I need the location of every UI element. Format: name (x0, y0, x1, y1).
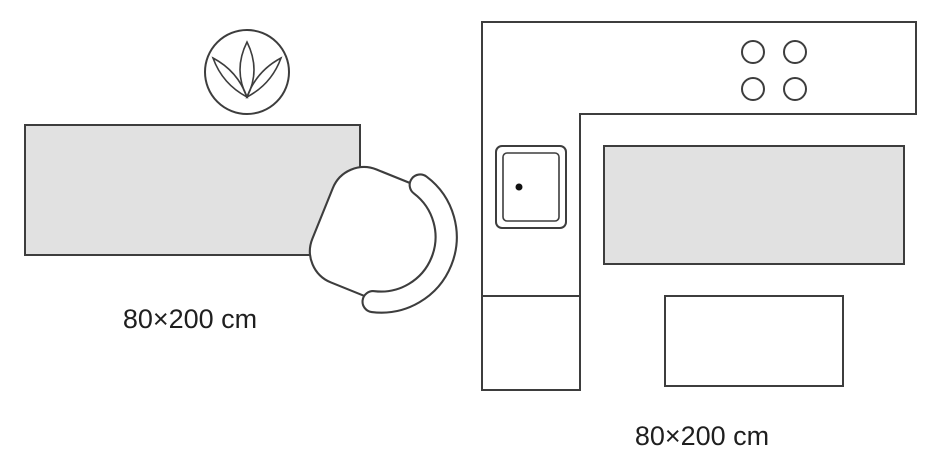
burner-bottom-left (741, 77, 765, 101)
rug-size-label-living-room: 80×200 cm (123, 304, 257, 334)
armchair-icon (308, 166, 458, 314)
kitchen-scene: 80×200 cm (481, 21, 917, 451)
living-room-scene: 80×200 cm (24, 29, 458, 334)
burner-top-left (741, 40, 765, 64)
rug-size-label-kitchen: 80×200 cm (635, 421, 769, 451)
plant-leaf-right (245, 56, 283, 99)
sink-icon (495, 145, 567, 229)
plant-leaf-left (211, 56, 249, 99)
plant-icon (204, 29, 290, 115)
kitchen-counter-outline (481, 21, 917, 391)
plant-leaf-center (239, 40, 255, 99)
rug-rect-living-room (24, 124, 361, 256)
burner-top-right (783, 40, 807, 64)
hob-burners-icon (741, 40, 807, 101)
chair-backrest (361, 173, 458, 314)
plant-pot-circle (204, 29, 290, 115)
rug-rect-kitchen (603, 145, 905, 265)
sink-inner (502, 152, 560, 222)
sink-outer (495, 145, 567, 229)
sink-drain-dot (515, 183, 523, 191)
burner-bottom-right (783, 77, 807, 101)
table-rect (664, 295, 844, 387)
